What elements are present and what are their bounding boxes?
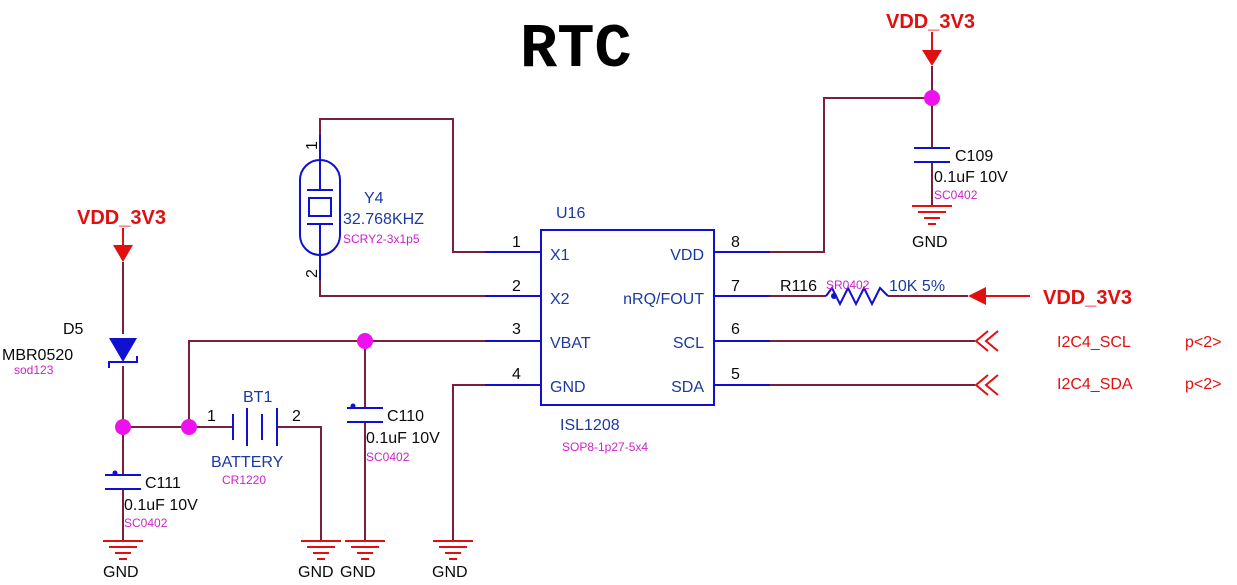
u16-pin2-num: 2 [512,278,521,295]
bt1-pin1-num: 1 [207,408,216,425]
wire-x2 [319,280,485,297]
u16-pin8-num: 8 [731,234,740,251]
u16-pin3-name: VBAT [550,335,591,352]
gnd-c109-label: GND [912,234,948,251]
power-vdd-left-label: VDD_3V3 [77,207,166,229]
r116-value: 10K 5% [889,278,945,295]
port-scl: I2C4_SCL p<2> [974,330,1221,352]
capacitor-c109: C109 0.1uF 10V SC0402 [914,147,1008,202]
gnd-c111-label: GND [103,564,139,581]
power-vdd-right: VDD_3V3 [968,287,1132,309]
d5-cathode-bar [108,356,138,368]
u16-footprint: SOP8-1p27-5x4 [562,440,648,454]
gnd-c110-label: GND [340,564,376,581]
u16-pin3-num: 3 [512,321,521,338]
gnd-c109: GND [912,205,952,251]
crystal-pin2-num: 2 [304,269,321,278]
d5-triangle [109,338,137,362]
gnd-bt1-label: GND [298,564,334,581]
bt1-pin2-num: 2 [292,408,301,425]
wire-gnd-pin4 [452,384,485,540]
bt1-footprint: CR1220 [222,473,266,487]
resistor-r116: R116 SR0402 10K 5% [780,278,945,307]
r116-footprint: SR0402 [826,278,870,292]
wire-vdd-pin8 [770,97,932,253]
d5-part: MBR0520 [2,347,73,364]
junction-bt1 [181,419,197,435]
c110-ref: C110 [387,408,424,425]
junction-vbat [357,333,373,349]
c109-ref: C109 [955,148,993,165]
c110-footprint: SC0402 [366,450,410,464]
power-vdd-top-arrow [922,50,942,66]
crystal-value: 32.768KHZ [343,211,424,228]
port-sda-chevron2 [984,374,999,396]
bt1-value: BATTERY [211,454,284,471]
u16-pin4-name: GND [550,379,586,396]
crystal-ref: Y4 [364,190,384,207]
gnd-bt1: GND [298,540,341,581]
u16-pin6-name: SCL [673,335,704,352]
u16-pin6-num: 6 [731,321,740,338]
u16-chip: U16 ISL1208 SOP8-1p27-5x4 1 2 3 4 X1 X2 … [485,205,770,454]
port-sda-chevron1 [974,374,989,396]
u16-pin1-name: X1 [550,247,570,264]
battery-bt1: 1 2 BT1 BATTERY CR1220 [207,389,301,487]
power-vdd-left: VDD_3V3 [77,207,166,262]
port-scl-chevron1 [974,330,989,352]
d5-ref: D5 [63,321,84,338]
c111-value: 0.1uF 10V [124,497,198,514]
power-vdd-left-arrow [113,245,133,262]
port-scl-chevron2 [984,330,999,352]
u16-pin5-name: SDA [671,379,704,396]
c109-footprint: SC0402 [934,188,978,202]
port-sda-label: I2C4_SDA [1057,376,1133,393]
junction-d5 [115,419,131,435]
u16-pin7-name: nRQ/FOUT [623,291,704,308]
port-sda: I2C4_SDA p<2> [974,374,1221,396]
schematic-title: RTC [520,14,632,85]
power-vdd-top-label: VDD_3V3 [886,11,975,33]
d5-footprint: sod123 [14,363,54,377]
u16-pin4-num: 4 [512,366,521,383]
power-vdd-right-label: VDD_3V3 [1043,287,1132,309]
capacitor-c111: C111 0.1uF 10V SC0402 [105,470,198,530]
u16-ref: U16 [556,205,585,222]
u16-pin7-num: 7 [731,278,740,295]
u16-pin5-num: 5 [731,366,740,383]
power-vdd-top: VDD_3V3 [886,11,975,66]
gnd-u16-label: GND [432,564,468,581]
port-scl-page: p<2> [1185,334,1221,351]
r116-pin-dot [831,293,837,299]
diode-d5: D5 MBR0520 sod123 [2,321,138,377]
wire-vbat [188,340,485,427]
crystal-footprint: SCRY2-3x1p5 [343,232,420,246]
u16-pin1-num: 1 [512,234,521,251]
gnd-c110: GND [340,540,385,581]
capacitor-c110: C110 0.1uF 10V SC0402 [347,403,440,464]
wires [122,66,975,540]
crystal-body [308,197,332,217]
r116-ref: R116 [780,278,817,295]
power-vdd-right-arrow [968,287,986,305]
gnd-c111: GND [103,540,143,581]
u16-part: ISL1208 [560,417,620,434]
u16-body [540,229,715,406]
bt1-ref: BT1 [243,389,272,406]
c111-ref: C111 [145,475,181,492]
port-sda-page: p<2> [1185,376,1221,393]
c110-value: 0.1uF 10V [366,430,440,447]
c109-value: 0.1uF 10V [934,169,1008,186]
junction-vdd [924,90,940,106]
crystal-pin1-num: 1 [304,141,321,150]
port-scl-label: I2C4_SCL [1057,334,1131,351]
u16-pin2-name: X2 [550,291,570,308]
wire-x1 [319,118,485,253]
crystal-y4: 1 2 Y4 32.768KHZ SCRY2-3x1p5 [299,135,424,280]
gnd-u16: GND [432,540,473,581]
wire-bt1-right [277,426,322,540]
c111-footprint: SC0402 [124,516,168,530]
u16-pin8-name: VDD [670,247,704,264]
